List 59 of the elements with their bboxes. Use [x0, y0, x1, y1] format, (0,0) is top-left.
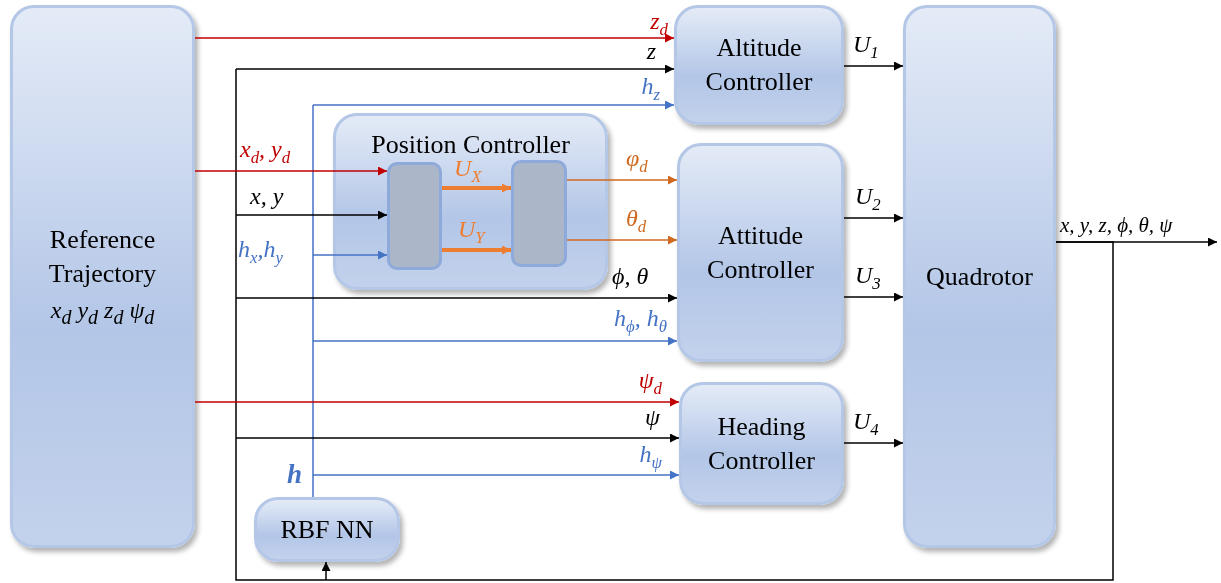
edge-label: θ$_{d}$	[626, 205, 647, 237]
edge-label: h$_{x}$,h$_{y}$	[238, 236, 283, 268]
edge-label: U$_{1}$	[853, 31, 879, 63]
signal-line	[235, 68, 1114, 581]
edge-label: U$_{4}$	[853, 408, 879, 440]
neural-network-box	[254, 497, 400, 562]
edge-label: h$_{ϕ}$, h$_{θ}$	[614, 305, 667, 337]
arrow	[194, 166, 388, 176]
arrow	[235, 64, 675, 74]
edge-label: x$_{d}$, y$_{d}$	[240, 136, 291, 168]
arrow	[235, 293, 678, 303]
node-label: Quadrotor	[926, 260, 1033, 293]
edge-label: z$_{d}$	[650, 8, 668, 40]
edge-label: U$_{Y}$	[458, 216, 485, 248]
arrow	[194, 397, 680, 407]
edge-label: h$_{z}$	[641, 73, 660, 105]
arrow	[1055, 237, 1218, 247]
arrow	[566, 235, 678, 245]
edge-label: U$_{3}$	[855, 262, 881, 294]
edge-label: U$_{2}$	[855, 183, 881, 215]
arrow	[194, 33, 675, 43]
edge-label: z	[646, 38, 656, 65]
arrow	[843, 438, 904, 448]
controller-group-box	[333, 113, 608, 290]
math-variables: x$_{d}$ y$_{d}$ z$_{d}$ ψ$_{d}$	[50, 295, 155, 330]
edge-label: x, y, z, ϕ, θ, ψ	[1060, 214, 1173, 238]
edge-label: h$_{ψ}$	[639, 441, 662, 473]
arrow	[442, 183, 511, 193]
signal-line	[312, 104, 314, 498]
arrow	[235, 210, 388, 220]
arrow	[566, 175, 678, 185]
edge-label: ψ	[645, 404, 660, 431]
edge-label: ϕ, θ	[612, 263, 649, 290]
node-label: Attitude Controller	[706, 219, 815, 286]
arrow	[312, 250, 388, 260]
arrow	[843, 61, 904, 71]
sub-block	[387, 162, 442, 270]
signal-label: h	[287, 460, 303, 490]
controller-box	[677, 143, 844, 362]
edge-label: φ$_{d}$	[626, 145, 648, 177]
arrow	[235, 433, 680, 443]
node-label: Reference Trajectory	[47, 224, 158, 291]
arrow	[312, 336, 678, 346]
controller-box	[674, 5, 844, 125]
arrow	[312, 100, 675, 110]
edge-label: ψ$_{d}$	[638, 367, 662, 399]
controller-box	[679, 382, 844, 505]
arrow	[843, 213, 904, 223]
sub-block	[511, 160, 567, 267]
arrow	[321, 561, 331, 581]
arrow	[843, 292, 904, 302]
node-label: Heading Controller	[707, 410, 816, 477]
node-label: Altitude Controller	[704, 32, 814, 98]
trajectory-box	[10, 5, 195, 548]
arrow	[442, 245, 511, 255]
node-label: RBF NN	[280, 513, 374, 546]
arrow	[312, 470, 680, 480]
plant-box	[903, 5, 1056, 548]
edge-label: x, y	[250, 183, 284, 210]
